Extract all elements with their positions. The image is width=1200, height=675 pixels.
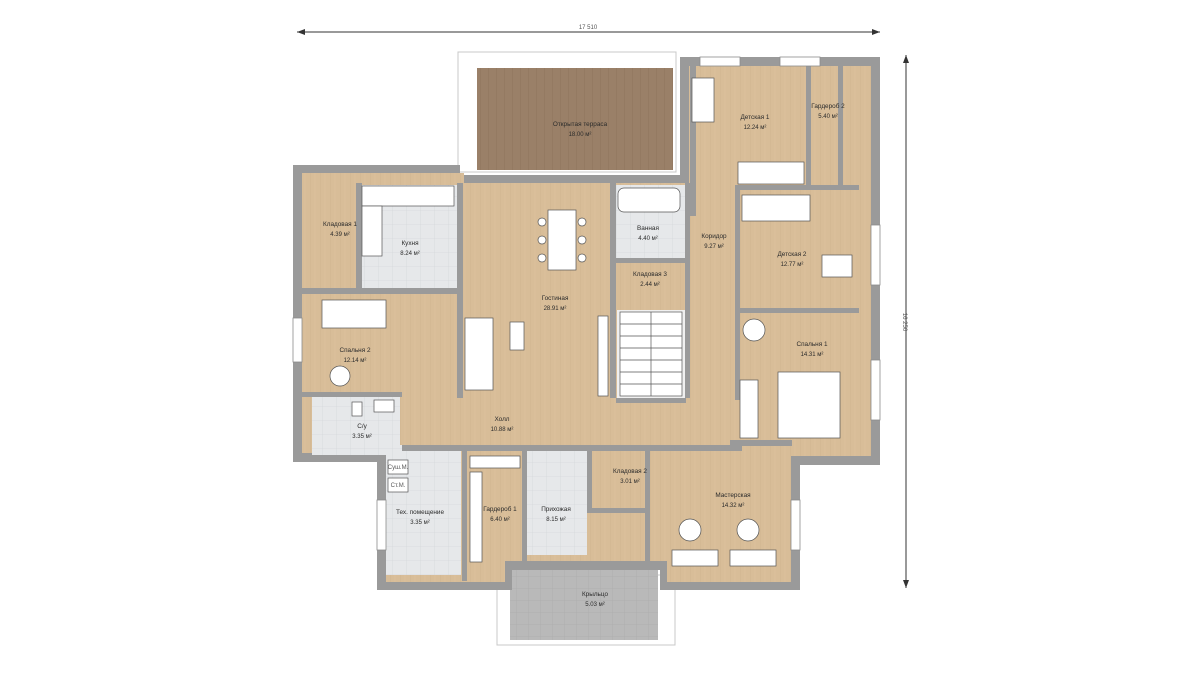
room-area-kitchen: 8.24 м² [400, 251, 419, 257]
workshop-desk-right [729, 549, 777, 567]
room-name-pantry1: Кладовая 1 [323, 221, 357, 228]
room-area-bath: 4.40 м² [638, 236, 657, 242]
room-area-porch: 5.03 м² [585, 602, 604, 608]
wardrobe-bedroom1 [739, 379, 759, 439]
bed-kids2 [741, 194, 811, 222]
staircase [619, 311, 683, 397]
bathtub [617, 187, 681, 213]
porch [496, 560, 676, 646]
dryer [387, 477, 409, 493]
wardrobe-rack [469, 455, 521, 469]
kitchen-counter [361, 185, 455, 207]
room-name-wardrobe2: Гардероб 2 [811, 102, 845, 110]
sofa [464, 317, 494, 391]
room-name-bedroom2: Спальня 2 [339, 347, 370, 354]
room-area-workshop: 14.32 м² [722, 503, 745, 509]
kitchen-counter-side [361, 205, 383, 257]
room-labels: Открытая терраса 18.00 м² Детская 1 12.2… [323, 102, 845, 608]
room-area-wc: 3.35 м² [352, 434, 371, 440]
room-name-bedroom1: Спальня 1 [796, 341, 827, 348]
wardrobe-rack-2 [469, 471, 483, 563]
room-name-kids1: Детская 1 [740, 114, 769, 121]
interior-walls [302, 66, 859, 581]
room-area-pantry1: 4.39 м² [330, 232, 349, 238]
dimension-lines [297, 29, 909, 588]
room-name-living: Гостиная [542, 295, 569, 302]
room-name-workshop: Мастерская [715, 492, 751, 499]
room-name-wardrobe1: Гардероб 1 [483, 505, 517, 513]
room-area-terrace: 18.00 м² [569, 132, 592, 138]
room-name-porch: Крыльцо [582, 591, 609, 598]
room-area-bedroom1: 14.31 м² [801, 352, 824, 358]
room-name-kids2: Детская 2 [777, 251, 806, 258]
furniture [321, 77, 853, 567]
room-name-corridor: Коридор [701, 233, 727, 240]
room-name-bath: Ванная [637, 225, 659, 232]
room-name-wc: С/у [357, 423, 367, 430]
windows [292, 56, 881, 551]
washer-label: Ст.М. [391, 483, 406, 489]
room-name-hall: Холл [494, 416, 509, 423]
tv-unit [597, 315, 609, 397]
workshop-desk-left [671, 549, 719, 567]
desk-kids1 [691, 77, 715, 123]
room-name-tech: Тех. помещение [396, 509, 445, 516]
room-area-entry: 8.15 м² [546, 517, 565, 523]
room-area-kids1: 12.24 м² [744, 125, 767, 131]
room-area-hall: 10.88 м² [491, 427, 514, 433]
room-area-living: 28.91 м² [544, 306, 567, 312]
height-dimension-label: 16 250 [901, 313, 907, 332]
room-area-tech: 3.35 м² [410, 520, 429, 526]
wc-sink [373, 399, 395, 413]
room-area-bedroom2: 12.14 м² [344, 358, 367, 364]
wc-toilet [351, 401, 363, 417]
room-name-terrace: Открытая терраса [553, 121, 608, 128]
room-name-pantry2: Кладовая 2 [613, 468, 647, 475]
open-terrace [457, 51, 677, 173]
dryer-label: Суш.М. [388, 465, 409, 471]
room-area-pantry2: 3.01 м² [620, 479, 639, 485]
room-name-pantry3: Кладовая 3 [633, 271, 667, 278]
room-name-kitchen: Кухня [401, 240, 419, 247]
width-dimension-label: 17 510 [579, 25, 598, 31]
dining-table [547, 209, 577, 271]
room-name-entry: Прихожая [541, 506, 571, 513]
room-area-wardrobe2: 5.40 м² [818, 114, 837, 120]
room-area-pantry3: 2.44 м² [640, 282, 659, 288]
coffee-table [509, 321, 525, 351]
room-area-kids2: 12.77 м² [781, 262, 804, 268]
room-area-wardrobe1: 6.40 м² [490, 517, 509, 523]
bed-kids1 [737, 161, 805, 185]
desk-kids2 [821, 254, 853, 278]
bed-bedroom1 [777, 371, 841, 439]
washer [387, 459, 409, 475]
bed-bedroom2 [321, 299, 387, 329]
room-area-corridor: 9.27 м² [704, 244, 723, 250]
